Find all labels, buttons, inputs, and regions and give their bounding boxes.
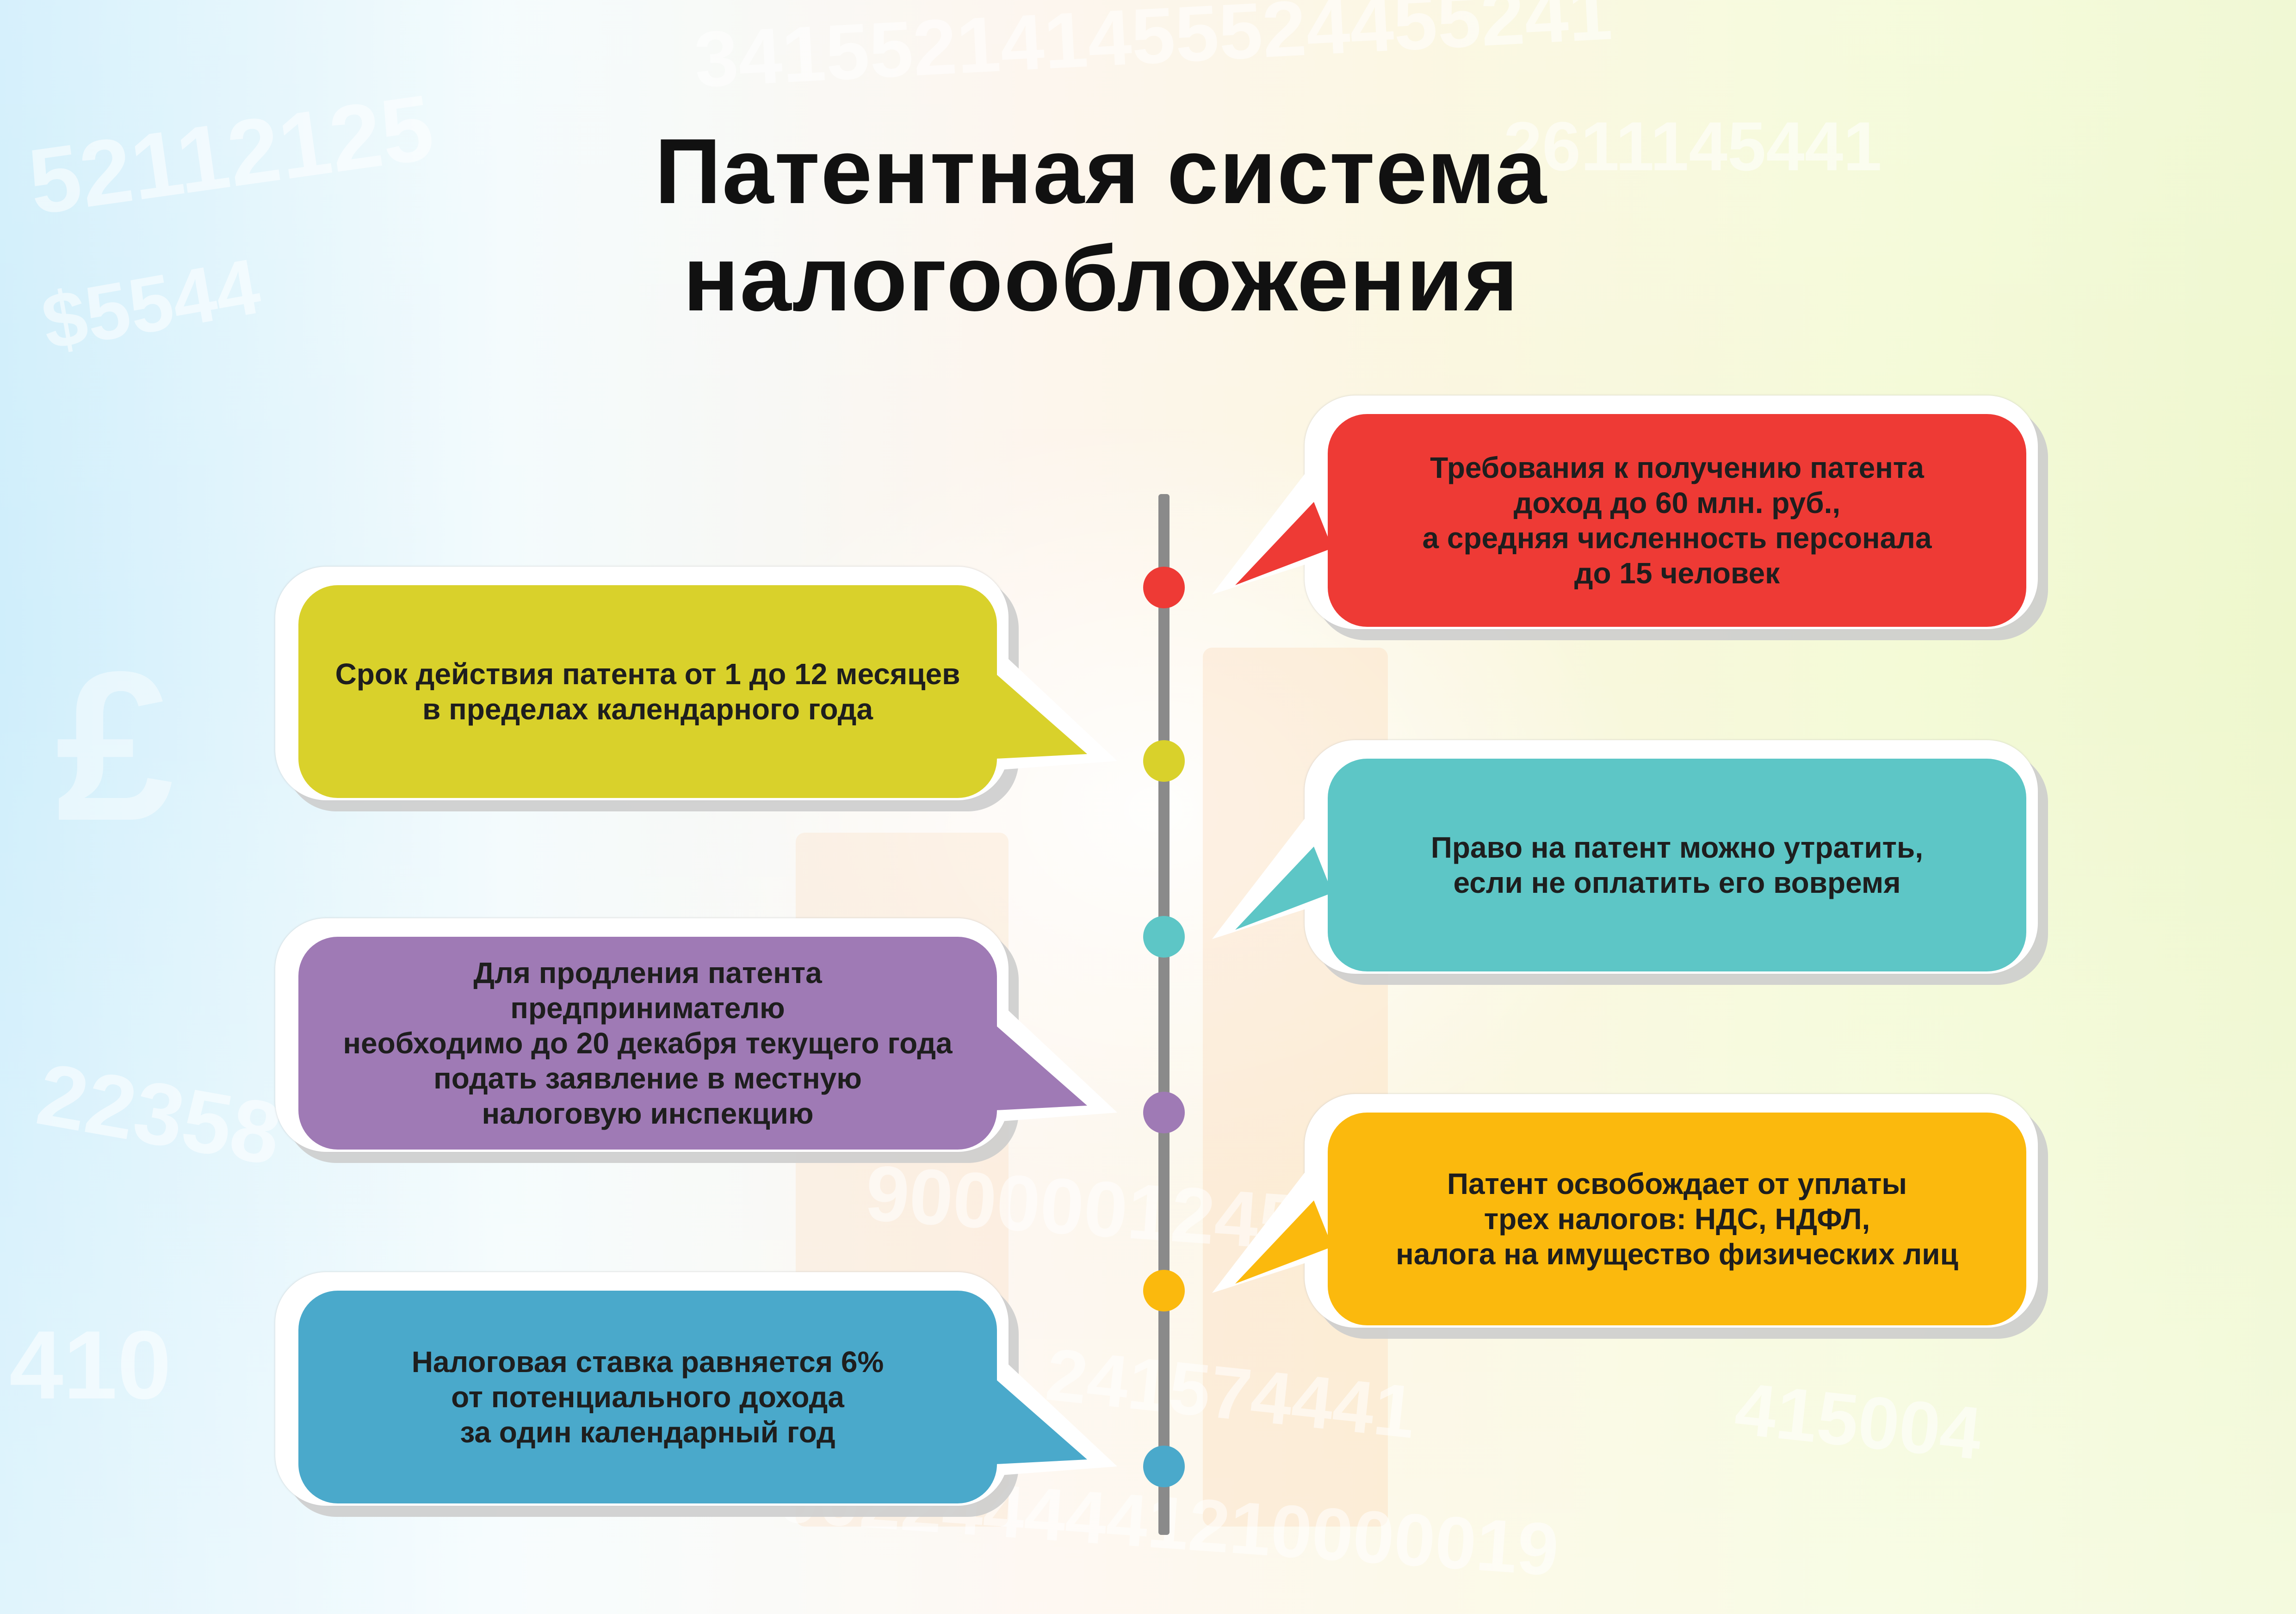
timeline-dot-blue [1143, 1446, 1185, 1487]
card-bubble: Налоговая ставка равняется 6% от потенци… [298, 1291, 997, 1503]
card-text: Для продления патента предпринимателю не… [343, 956, 953, 1130]
page-title: Патентная система налогообложения [655, 120, 1547, 330]
info-card-rate: Налоговая ставка равняется 6% от потенци… [275, 1272, 1117, 1506]
timeline-dot-red [1143, 567, 1185, 608]
timeline-dot-purple [1143, 1092, 1185, 1133]
background-digits: 410 [9, 1311, 172, 1419]
callout-pointer [1212, 474, 1342, 594]
card-text: Право на патент можно утратить, если не … [1430, 831, 1924, 899]
card-bubble: Требования к получению патента доход до … [1328, 414, 2026, 627]
callout-pointer [1212, 1173, 1342, 1293]
card-bubble: Право на патент можно утратить, если не … [1328, 759, 2026, 971]
card-bubble: Срок действия патента от 1 до 12 месяцев… [298, 585, 997, 798]
info-card-exemption: Патент освобождает от уплаты трех налого… [1212, 1094, 2038, 1328]
info-card-loss: Право на патент можно утратить, если не … [1212, 740, 2038, 974]
card-text: Патент освобождает от уплаты трех налого… [1396, 1167, 1958, 1271]
card-text: Срок действия патента от 1 до 12 месяцев… [335, 657, 960, 726]
card-bubble: Для продления патента предпринимателю не… [298, 937, 997, 1150]
card-text: Требования к получению патента доход до … [1422, 451, 1932, 590]
timeline-dot-teal [1143, 916, 1185, 958]
background-digits: 2611145441 [1504, 107, 1882, 185]
timeline-axis [1158, 494, 1170, 1535]
timeline-dot-yellow [1143, 740, 1185, 782]
callout-pointer [1212, 819, 1342, 939]
info-card-duration: Срок действия патента от 1 до 12 месяцев… [275, 567, 1117, 800]
background-digits: £ [56, 628, 174, 865]
card-bubble: Патент освобождает от уплаты трех налого… [1328, 1113, 2026, 1325]
info-card-requirements: Требования к получению патента доход до … [1212, 396, 2038, 629]
timeline-dot-orange [1143, 1270, 1185, 1311]
info-card-renewal: Для продления патента предпринимателю не… [275, 918, 1117, 1152]
card-text: Налоговая ставка равняется 6% от потенци… [411, 1345, 884, 1449]
